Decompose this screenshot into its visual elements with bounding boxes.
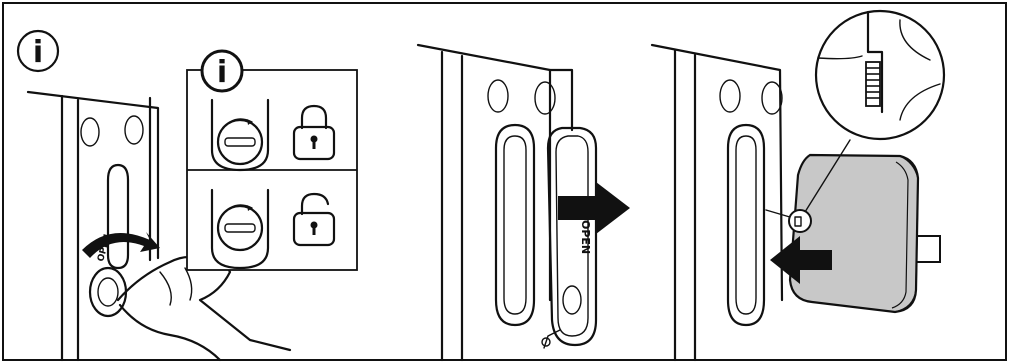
info-icon-letter: i	[33, 35, 43, 70]
cover-label: OPEN	[579, 220, 592, 254]
module-body	[790, 155, 918, 312]
spring-contact-detail	[866, 62, 880, 106]
callout-small-circle	[789, 210, 811, 232]
detail-magnifier	[816, 11, 944, 139]
lock-state-inset: i	[187, 51, 357, 270]
inset-info-letter: i	[217, 55, 227, 90]
